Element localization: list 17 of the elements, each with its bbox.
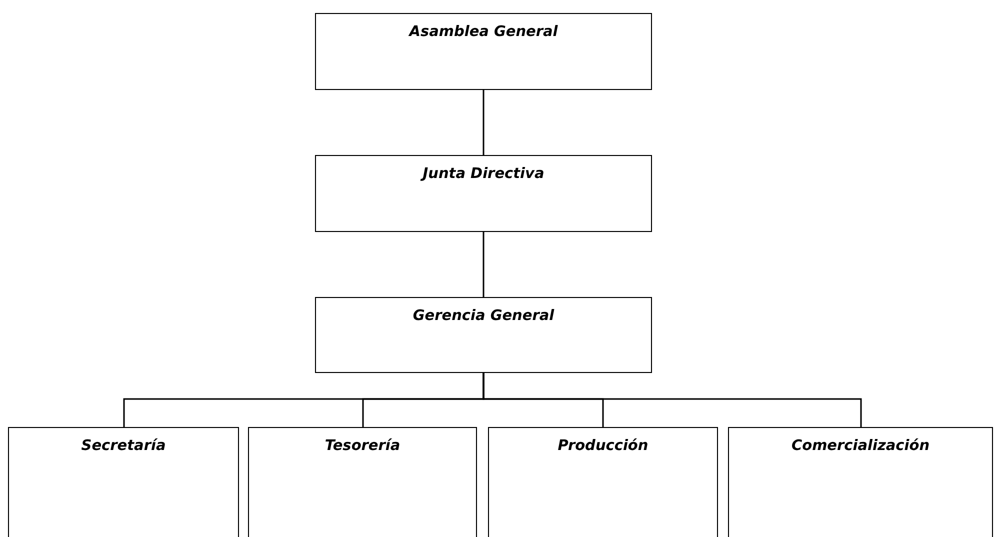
org-box [8, 427, 239, 537]
unit-name: Tesorería [324, 438, 400, 454]
unit-name: Junta Directiva [422, 166, 544, 182]
org-box [315, 297, 652, 373]
unit-name: Producción [558, 438, 648, 454]
org-box [248, 427, 477, 537]
org-box [315, 13, 652, 90]
org-box [315, 155, 652, 232]
org-box [488, 427, 718, 537]
org-box [728, 427, 993, 537]
unit-name: Secretaría [81, 438, 166, 454]
unit-name: Comercialización [791, 438, 930, 454]
connector-line [482, 90, 484, 155]
connector-line [482, 373, 862, 427]
unit-name: Asamblea General [409, 24, 558, 40]
connector-line [482, 232, 484, 297]
unit-name: Gerencia General [412, 308, 554, 324]
